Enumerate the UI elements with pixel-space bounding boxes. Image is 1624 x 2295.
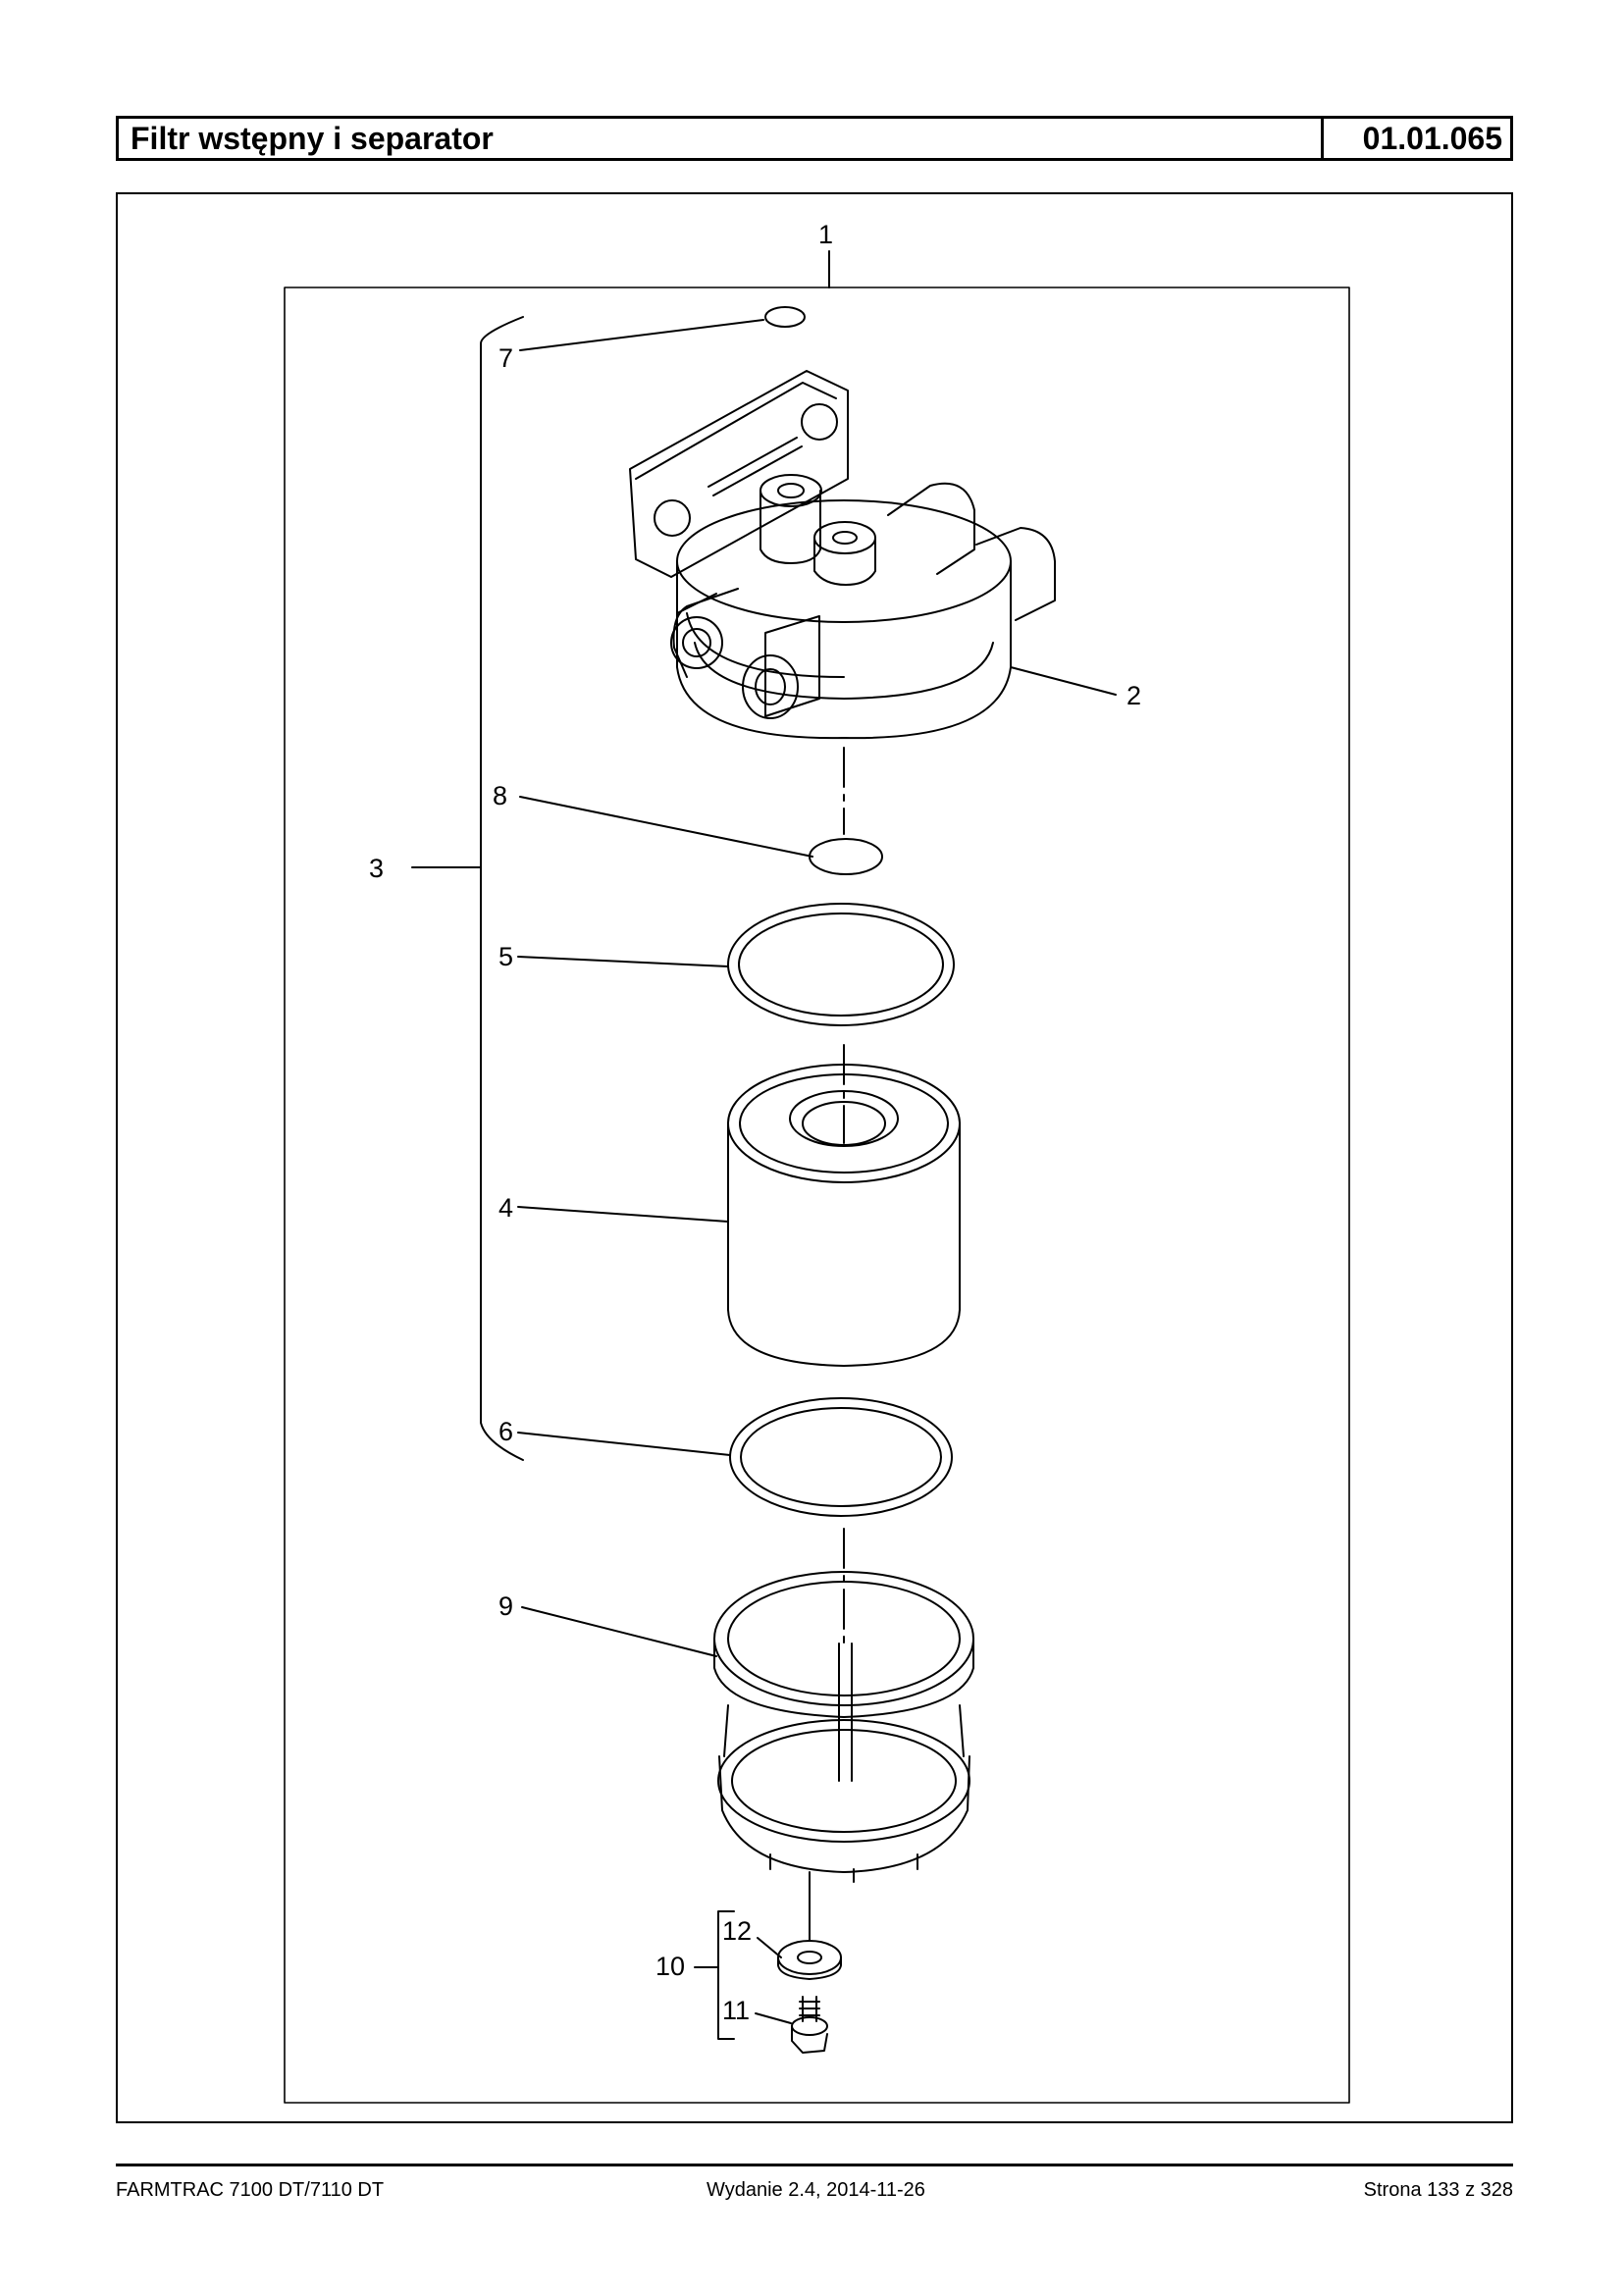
bracket-10 bbox=[717, 1910, 735, 2040]
assembly-box bbox=[284, 287, 1350, 2104]
leader-4 bbox=[517, 1206, 729, 1223]
part-11-drain-screw bbox=[791, 1996, 828, 2054]
footer-page-number: Strona 133 z 328 bbox=[1363, 2179, 1513, 2201]
footer-model: FARMTRAC 7100 DT/7110 DT bbox=[116, 2179, 385, 2201]
callout-3: 3 bbox=[369, 854, 384, 883]
leader-5 bbox=[517, 956, 729, 967]
leader-7 bbox=[519, 319, 764, 351]
part-5-seal-ring bbox=[727, 903, 955, 1026]
callout-1: 1 bbox=[818, 220, 833, 249]
part-6-seal-ring bbox=[729, 1397, 953, 1517]
callout-8: 8 bbox=[493, 781, 507, 810]
callout-4: 4 bbox=[498, 1193, 513, 1223]
part-12-washer bbox=[777, 1940, 842, 1980]
part-4-filter-element bbox=[727, 1064, 961, 1367]
part-9-separator-bowl bbox=[713, 1571, 974, 1883]
page-title: Filtr wstępny i separator bbox=[119, 119, 1324, 158]
part-7-oring bbox=[764, 306, 806, 328]
callout-2: 2 bbox=[1126, 681, 1141, 710]
section-code: 01.01.065 bbox=[1362, 121, 1502, 156]
drawing-frame bbox=[116, 192, 1513, 2123]
footer-edition: Wydanie 2.4, 2014-11-26 bbox=[707, 2179, 925, 2201]
leader-12 bbox=[757, 1937, 782, 1958]
part-2-filter-head bbox=[629, 370, 1056, 740]
bracket-3 bbox=[480, 316, 524, 1461]
page-header: Filtr wstępny i separator 01.01.065 bbox=[116, 116, 1513, 161]
callout-6: 6 bbox=[498, 1417, 513, 1446]
callout-9: 9 bbox=[498, 1591, 513, 1621]
callout-10: 10 bbox=[655, 1952, 685, 1981]
callout-11: 11 bbox=[722, 1996, 750, 2025]
leader-11 bbox=[755, 2012, 792, 2024]
callout-7: 7 bbox=[498, 343, 513, 373]
footer-rule bbox=[116, 2164, 1513, 2166]
leader-2 bbox=[1010, 666, 1117, 696]
part-8-oring bbox=[809, 838, 883, 875]
callout-12: 12 bbox=[722, 1916, 752, 1946]
callout-5: 5 bbox=[498, 942, 513, 971]
leader-9 bbox=[521, 1606, 717, 1657]
leader-8 bbox=[519, 796, 813, 858]
leader-6 bbox=[517, 1432, 731, 1456]
